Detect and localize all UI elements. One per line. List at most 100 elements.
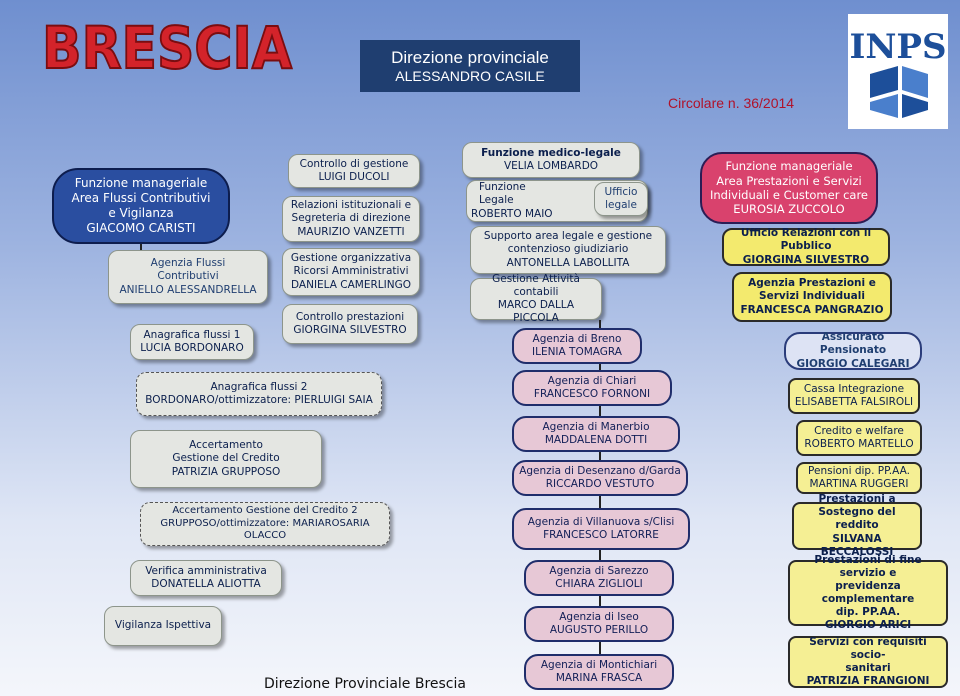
line: Verifica amministrativa xyxy=(145,564,267,577)
line: Area Prestazioni e Servizi xyxy=(716,173,862,188)
line: GIORGIO ARICI xyxy=(824,619,912,632)
line: Prestazioni a xyxy=(818,493,896,506)
line: Controllo prestazioni xyxy=(295,310,405,323)
brescia-title: BRESCIA xyxy=(40,13,300,83)
direzione-title: Direzione provinciale xyxy=(391,48,549,67)
line: ILENIA TOMAGRA xyxy=(532,346,622,358)
inps-logo-icon: INPS xyxy=(849,27,947,118)
agenzia-villanuova: Agenzia di Villanuova s/Clisi FRANCESCO … xyxy=(512,508,690,550)
line: Area Flussi Contributivi xyxy=(71,191,211,205)
line: GIORGIO CALEGARI xyxy=(796,357,910,370)
anagrafica2-box: Anagrafica flussi 2 BORDONARO/ottimizzat… xyxy=(136,372,382,416)
line: AUGUSTO PERILLO xyxy=(549,624,649,636)
line: contabili xyxy=(513,285,559,298)
line: Gestione del Credito xyxy=(172,452,280,465)
line: FRANCESCO FORNONI xyxy=(533,388,651,400)
line: LUIGI DUCOLI xyxy=(318,171,390,183)
line: ANIELLO ALESSANDRELLA xyxy=(119,283,257,296)
line: legale xyxy=(605,199,637,211)
agenzia-flussi-box: Agenzia Flussi Contributivi ANIELLO ALES… xyxy=(108,250,268,304)
brescia-wordart: BRESCIA xyxy=(41,13,293,83)
line: MAURIZIO VANZETTI xyxy=(297,225,405,238)
verifica-box: Verifica amministrativa DONATELLA ALIOTT… xyxy=(130,560,282,596)
line: DONATELLA ALIOTTA xyxy=(151,578,261,590)
line: Anagrafica flussi 2 xyxy=(210,380,308,393)
direzione-header: Direzione provinciale ALESSANDRO CASILE xyxy=(360,40,580,92)
agenzia-chiari: Agenzia di Chiari FRANCESCO FORNONI xyxy=(512,370,672,406)
circolare-label: Circolare n. 36/2014 xyxy=(668,95,795,111)
line: Servizi con requisiti socio- xyxy=(809,635,927,661)
line: GIORGINA SILVESTRO xyxy=(293,324,407,336)
line: Ufficio Relazioni con il Pubblico xyxy=(740,227,872,253)
line: Prestazioni di fine servizio e xyxy=(814,553,922,579)
credito-welfare-box: Credito e welfare ROBERTO MARTELLO xyxy=(796,420,922,456)
line: BORDONARO/ottimizzatore: PIERLUIGI SAIA xyxy=(145,394,373,406)
agenzia-montichiari: Agenzia di Montichiari MARINA FRASCA xyxy=(524,654,674,690)
agenzia-breno: Agenzia di Breno ILENIA TOMAGRA xyxy=(512,328,642,364)
prestazioni-sostegno-box: Prestazioni a Sostegno del reddito SILVA… xyxy=(792,493,922,558)
accertamento2-box: Accertamento Gestione del Credito 2 GRUP… xyxy=(140,502,390,546)
line: Funzione xyxy=(479,181,526,194)
line: Agenzia di Iseo xyxy=(559,610,639,623)
line: ROBERTO MARTELLO xyxy=(804,438,914,450)
agenzia-desenzano: Agenzia di Desenzano d/Garda RICCARDO VE… xyxy=(512,460,688,496)
line: ROBERTO MAIO xyxy=(471,207,553,220)
direttore-name: ALESSANDRO CASILE xyxy=(395,68,545,84)
medico-legale-box: Funzione medico-legale VELIA LOMBARDO xyxy=(462,142,640,178)
line: Servizi Individuali xyxy=(759,290,865,303)
line: Anagrafica flussi 1 xyxy=(143,328,241,341)
line: Agenzia di Breno xyxy=(532,332,622,345)
line: Segreteria di direzione xyxy=(291,212,411,225)
line: Controllo di gestione xyxy=(299,157,409,170)
line: Ricorsi Amministrativi xyxy=(293,265,409,278)
line: Ufficio xyxy=(604,185,638,198)
line: MARINA FRASCA xyxy=(555,672,643,684)
line: Legale xyxy=(479,194,514,207)
servizi-socio-sanitari-box: Servizi con requisiti socio- sanitari PA… xyxy=(788,636,948,688)
line: Accertamento xyxy=(189,439,263,452)
line: VELIA LOMBARDO xyxy=(503,160,599,172)
line: DANIELA CAMERLINGO xyxy=(291,278,411,291)
relazioni-box: Relazioni istituzionali e Segreteria di … xyxy=(282,196,420,242)
funzione-prestazioni-box: Funzione manageriale Area Prestazioni e … xyxy=(700,152,878,224)
brescia-text: BRESCIA xyxy=(42,14,292,76)
line: Agenzia di Sarezzo xyxy=(549,564,649,577)
line: contenzioso giudiziario xyxy=(507,243,629,256)
gestione-organizzativa-box: Gestione organizzativa Ricorsi Amministr… xyxy=(282,248,420,296)
footer-label: Direzione Provinciale Brescia xyxy=(264,676,466,692)
line: Contributivi xyxy=(157,270,219,283)
line: e Vigilanza xyxy=(108,206,174,220)
line: Agenzia Flussi xyxy=(150,257,226,270)
line: PATRIZIA FRANGIONI xyxy=(806,675,930,688)
controllo-gestione-box: Controllo di gestione LUIGI DUCOLI xyxy=(288,154,420,188)
fine-servizio-box: Prestazioni di fine servizio e previdenz… xyxy=(788,554,948,631)
line: Agenzia di Villanuova s/Clisi xyxy=(527,515,675,528)
line: Relazioni istituzionali e xyxy=(290,199,412,212)
line: Agenzia Prestazioni e xyxy=(748,277,876,290)
agenzia-sarezzo: Agenzia di Sarezzo CHIARA ZIGLIOLI xyxy=(524,560,674,596)
line: EUROSIA ZUCCOLO xyxy=(733,202,845,217)
line: Assicurato Pensionato xyxy=(819,331,887,357)
urp-box: Ufficio Relazioni con il Pubblico GIORGI… xyxy=(722,227,890,266)
ufficio-legale-box: Ufficio legale xyxy=(594,182,648,216)
agenzia-manerbio: Agenzia di Manerbio MADDALENA DOTTI xyxy=(512,416,680,452)
line: Funzione medico-legale xyxy=(481,146,621,159)
agenzia-prestazioni-box: Agenzia Prestazioni e Servizi Individual… xyxy=(732,272,892,322)
line: RICCARDO VESTUTO xyxy=(545,478,655,490)
line: Credito e welfare xyxy=(814,424,904,437)
line: GRUPPOSO/ottimizzatore: MARIAROSARIA OLA… xyxy=(160,517,370,542)
line: Gestione Attività xyxy=(492,272,580,285)
anagrafica1-box: Anagrafica flussi 1 LUCIA BORDONARO xyxy=(130,324,254,360)
line: ANTONELLA LABOLLITA xyxy=(506,256,630,269)
funzione-flussi-box: Funzione manageriale Area Flussi Contrib… xyxy=(52,168,230,244)
line: Agenzia di Manerbio xyxy=(542,420,650,433)
line: GIACOMO CARISTI xyxy=(86,221,196,235)
line: MARTINA RUGGERI xyxy=(809,478,909,490)
line: LUCIA BORDONARO xyxy=(140,342,244,354)
line: FRANCESCA PANGRAZIO xyxy=(740,303,884,316)
line: CHIARA ZIGLIOLI xyxy=(555,578,643,590)
line: MARCO DALLA PICCOLA xyxy=(497,299,575,325)
supporto-legale-box: Supporto area legale e gestione contenzi… xyxy=(470,226,666,274)
line: FRANCESCO LATORRE xyxy=(543,529,659,541)
vigilanza-box: Vigilanza Ispettiva xyxy=(104,606,222,646)
